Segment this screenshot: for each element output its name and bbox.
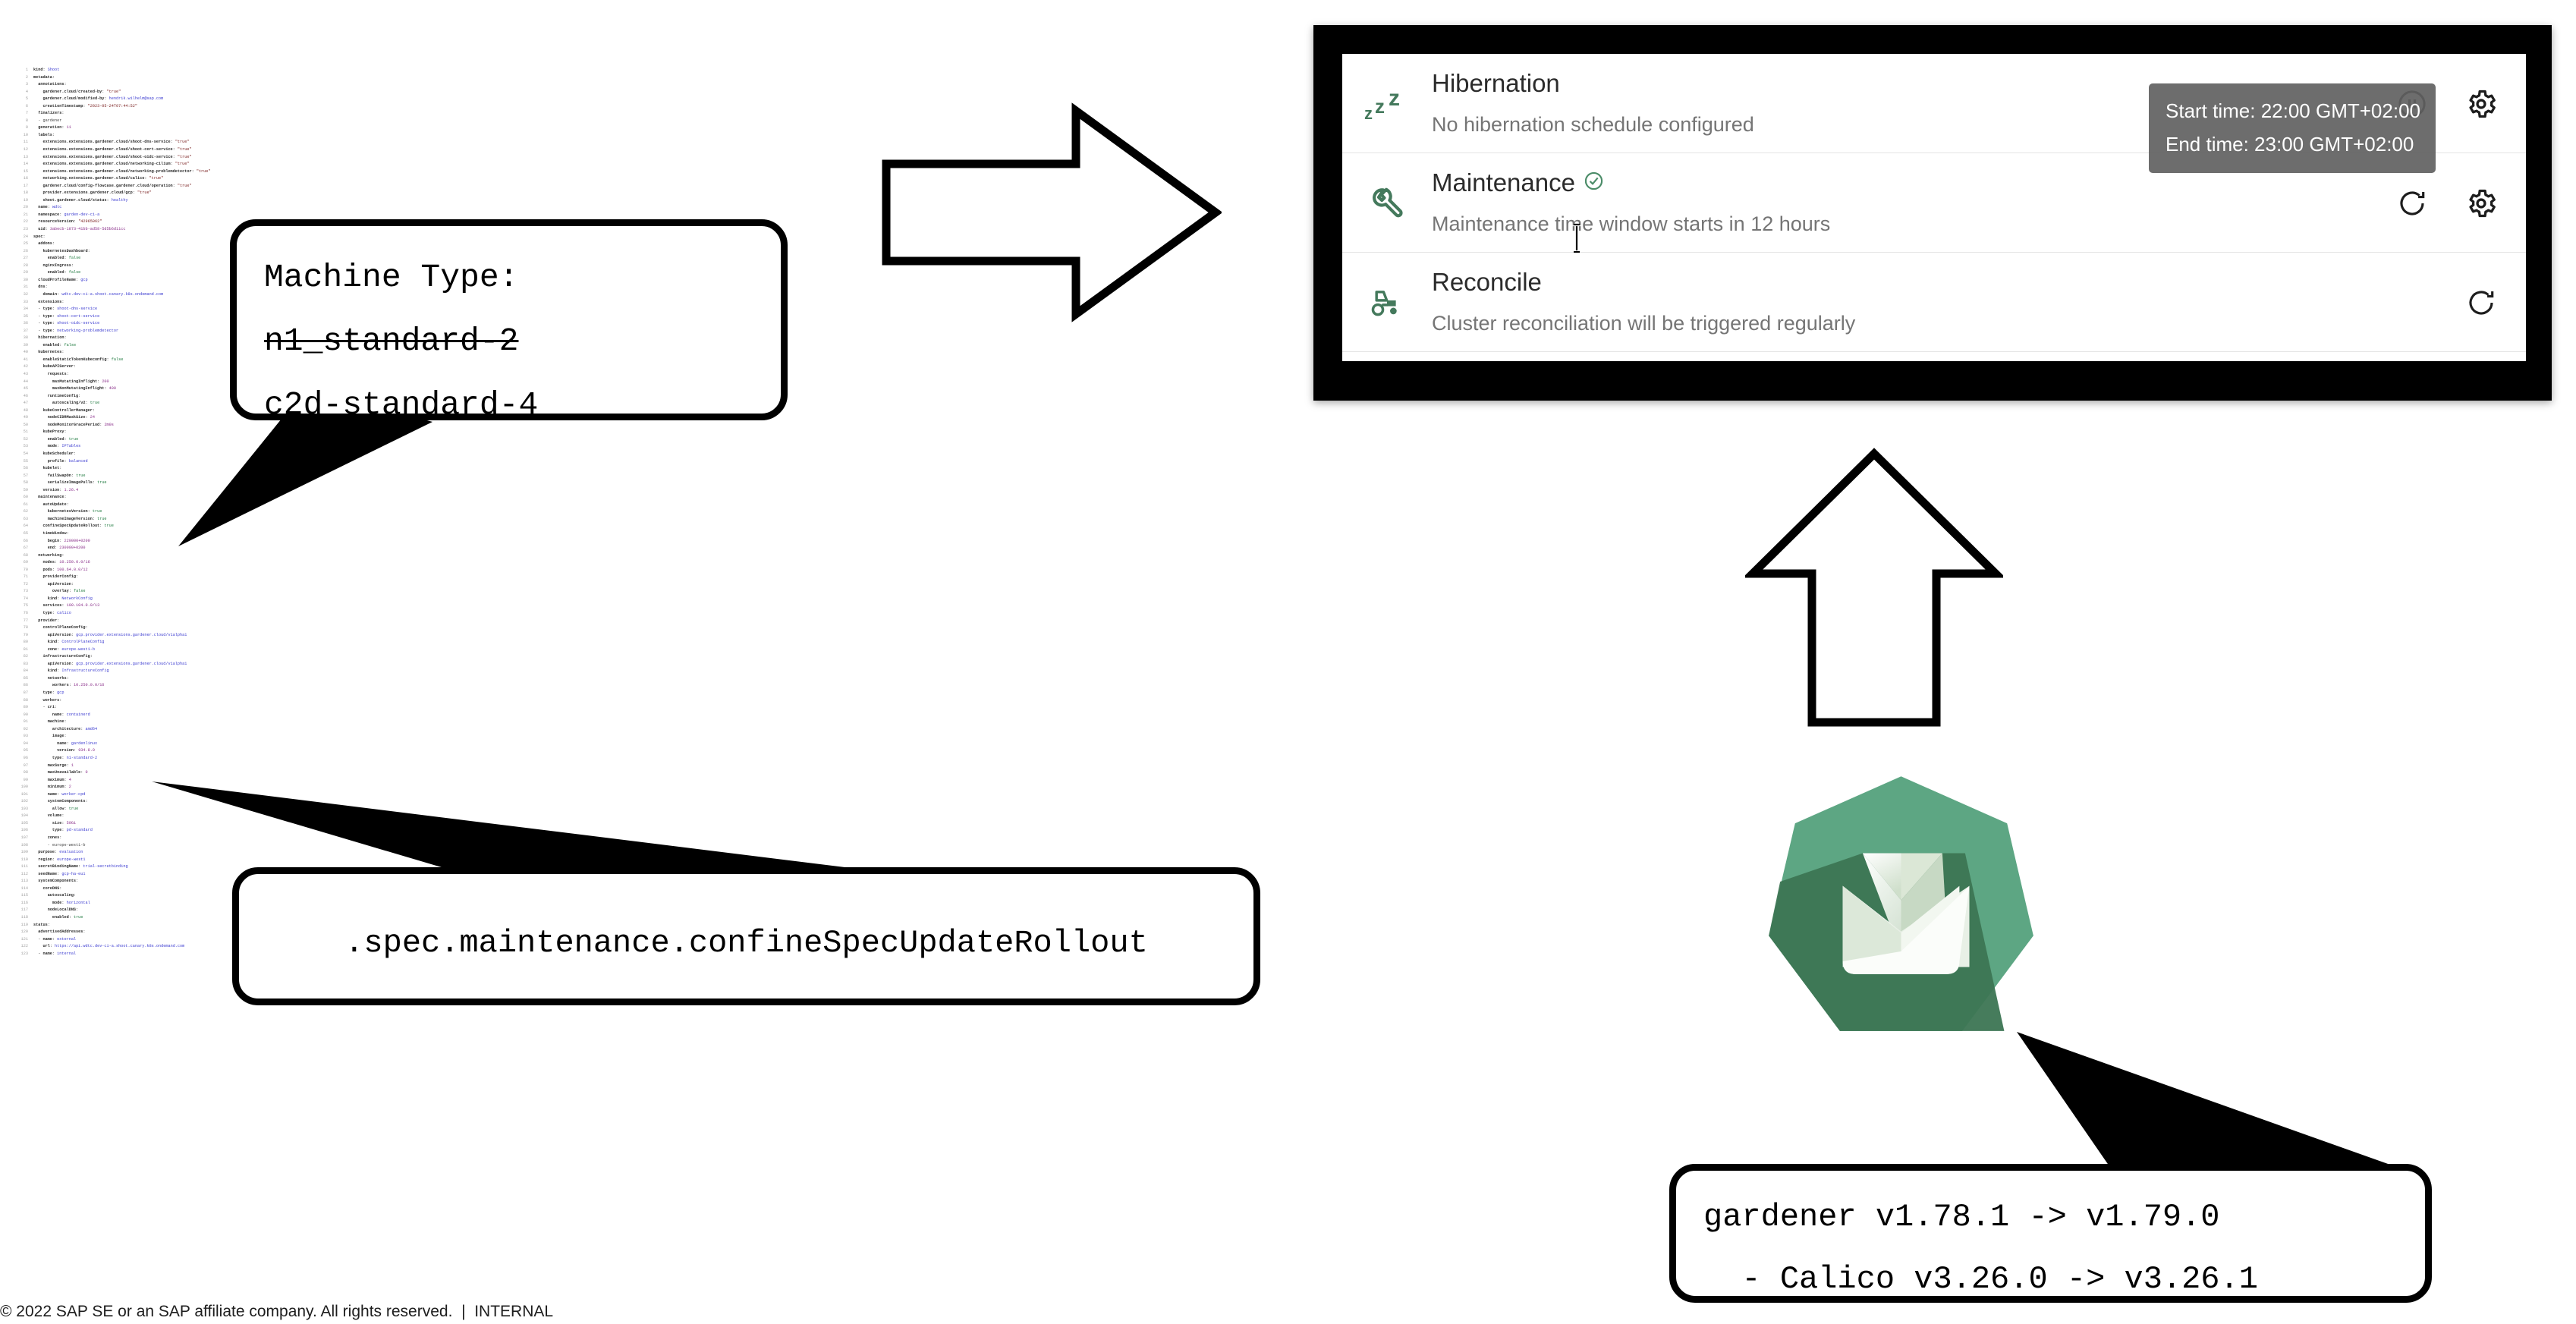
callout-machine-type-old-value: n1_standard-2	[264, 322, 519, 360]
cluster-row-maintenance-body: Maintenance Maintenance time window star…	[1432, 153, 2395, 237]
maintenance-title-text: Maintenance	[1432, 168, 1575, 197]
callout-version-upgrade: gardener v1.78.1 -> v1.79.0 - Calico v3.…	[1669, 1164, 2432, 1303]
cluster-row-hibernation-subtitle: No hibernation schedule configured	[1432, 113, 1754, 136]
cluster-details-card: z z z Hibernation No hibernation schedul…	[1342, 54, 2526, 361]
gear-icon[interactable]	[2464, 86, 2499, 121]
cluster-row-hibernation-body: Hibernation No hibernation schedule conf…	[1432, 54, 2395, 137]
callout-confine-text: .spec.maintenance.confineSpecUpdateRollo…	[344, 925, 1148, 961]
refresh-icon[interactable]	[2395, 186, 2430, 221]
callout-confine-spec-update-rollout: .spec.maintenance.confineSpecUpdateRollo…	[232, 867, 1260, 1005]
callout-machine-type: Machine Type: n1_standard-2 c2d-standard…	[230, 219, 788, 423]
cluster-row-reconcile-actions	[2395, 253, 2526, 352]
footer-copyright: © 2022 SAP SE or an SAP affiliate compan…	[0, 1303, 554, 1320]
svg-text:z: z	[1375, 95, 1385, 118]
cluster-details-card-frame: z z z Hibernation No hibernation schedul…	[1313, 25, 2552, 401]
cluster-row-reconcile-title: Reconcile	[1432, 267, 2395, 297]
svg-text:z: z	[1389, 86, 1400, 111]
tooltip-start-time: Start time: 22:00 GMT+02:00	[2166, 99, 2420, 122]
callout-machine-type-title: Machine Type:	[264, 259, 519, 296]
cluster-row-maintenance-title: Maintenance	[1432, 168, 2395, 198]
cluster-row-maintenance: Maintenance Maintenance time window star…	[1342, 153, 2526, 253]
callout-machine-type-new-value: c2d-standard-4	[264, 386, 539, 423]
gear-icon[interactable]	[2464, 186, 2499, 221]
cluster-row-maintenance-actions	[2395, 153, 2526, 253]
cluster-row-reconcile-body: Reconcile Cluster reconciliation will be…	[1432, 253, 2395, 336]
callout-tail-versions	[2017, 1032, 2390, 1168]
reconcile-title-text: Reconcile	[1432, 268, 1542, 296]
callout-versions-line2: - Calico v3.26.0 -> v3.26.1	[1703, 1261, 2258, 1297]
svg-text:z: z	[1364, 104, 1373, 122]
cluster-row-hibernation-title: Hibernation	[1432, 68, 2395, 99]
hibernation-title-text: Hibernation	[1432, 69, 1560, 97]
sleep-zzz-icon: z z z	[1342, 54, 1432, 153]
wrench-icon	[1342, 153, 1432, 253]
tractor-icon	[1342, 253, 1432, 352]
cluster-row-reconcile: Reconcile Cluster reconciliation will be…	[1342, 253, 2526, 352]
arrow-up-icon	[1745, 448, 2003, 727]
maintenance-time-tooltip: Start time: 22:00 GMT+02:00 End time: 23…	[2149, 83, 2436, 173]
gardener-logo	[1769, 776, 2033, 1031]
check-circle-icon	[1584, 168, 1604, 198]
arrow-right-icon	[882, 102, 1222, 322]
cluster-row-hibernation: z z z Hibernation No hibernation schedul…	[1342, 54, 2526, 153]
action-spacer	[2395, 285, 2430, 320]
callout-versions-line1: gardener v1.78.1 -> v1.79.0	[1703, 1199, 2220, 1235]
cluster-row-maintenance-subtitle: Maintenance time window starts in 12 hou…	[1432, 212, 1831, 235]
refresh-icon[interactable]	[2464, 285, 2499, 320]
tooltip-end-time: End time: 23:00 GMT+02:00	[2166, 133, 2414, 156]
cluster-row-reconcile-subtitle: Cluster reconciliation will be triggered…	[1432, 312, 1856, 335]
text-cursor-icon	[1572, 223, 1581, 253]
